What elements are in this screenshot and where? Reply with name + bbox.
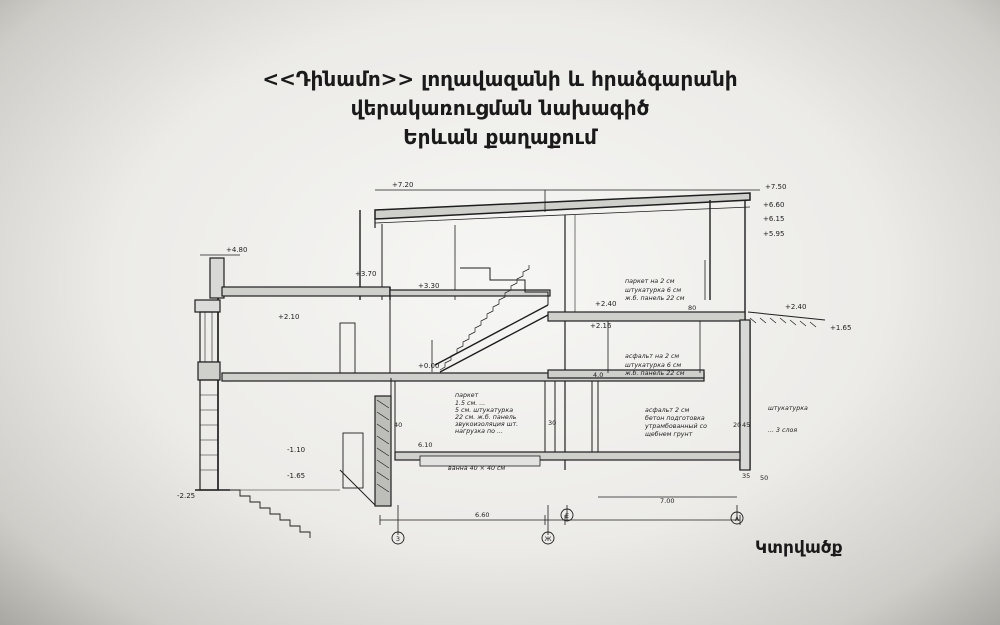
note-roof-1: паркет на 2 см: [625, 278, 675, 285]
level-roof-a: +6.60: [763, 201, 784, 209]
level-lower-left: -1.10: [287, 446, 305, 454]
note-mid-2: штукатурка 6 см: [625, 362, 681, 369]
level-roof-left: +7.20: [392, 181, 413, 189]
note-right-1: асфальт 2 см: [645, 407, 689, 414]
facade-ornaments: [194, 299, 230, 491]
axis-label-2: Ж: [544, 535, 551, 543]
roof-slab: [359, 192, 751, 470]
title-line-2: վերակառուցման նախագիծ: [350, 96, 650, 120]
level-upper-a: +3.70: [355, 270, 376, 278]
dim-1: 6.10: [418, 441, 432, 449]
dim-2: 6.60: [475, 511, 489, 519]
dim-9: 35: [742, 472, 750, 480]
axis-marker-e: [560, 508, 574, 522]
dim-6: 20: [733, 421, 741, 429]
axis-label-3: Е: [565, 512, 569, 520]
level-roof-b: +6.15: [763, 215, 784, 223]
title-line-1: <<Դինամո>> լողավազանի և հրաձգարանի: [262, 67, 738, 91]
level-roof-top: +7.50: [765, 183, 786, 191]
dim-5: 50: [760, 474, 768, 482]
note-roof-3: ж.б. панель 22 см: [624, 294, 685, 302]
level-upper-b: +3.30: [418, 282, 439, 290]
level-base-left: -2.25: [177, 492, 195, 500]
right-block: [547, 311, 826, 471]
note-right-2: бетон подготовка: [645, 414, 705, 422]
axis-marker-a: [730, 511, 744, 525]
level-bottom-left: -1.65: [287, 472, 305, 480]
level-mid-right: +2.16: [590, 322, 612, 330]
title-line-3: Երևան քաղաքում: [403, 125, 597, 149]
lower-level: [225, 378, 741, 538]
dim-11: 4.0: [593, 371, 603, 379]
level-floor: +0.00: [418, 362, 439, 370]
dim-8: 40: [394, 421, 402, 429]
note-right-4: щебнем грунт: [645, 430, 693, 438]
axis-label-1: 3: [396, 535, 400, 543]
axis-label-4: А: [735, 515, 740, 523]
level-upper-left: +4.80: [226, 246, 247, 254]
level-right-grade: +1.65: [830, 324, 851, 332]
note-left-3: 5 см. штукатурка: [455, 407, 513, 414]
note-left-2: 1.5 см. ...: [455, 400, 485, 407]
axis-marker-zh: [541, 531, 555, 545]
dim-7: 45: [742, 421, 750, 429]
note-left-5: звукоизоляция шт.: [455, 421, 518, 428]
dimension-lines: [375, 189, 760, 535]
drawing-caption: Կտրվածք: [755, 538, 843, 558]
level-right-mid: +2.40: [595, 300, 616, 308]
note-mid-1: асфальт на 2 см: [625, 353, 679, 360]
note-wall-2: ... 3 слоя: [768, 427, 797, 434]
dim-3: 7.00: [660, 497, 674, 505]
level-mid-left: +2.10: [278, 313, 299, 321]
dim-10: 80: [688, 304, 696, 312]
upper-stair: [431, 265, 549, 373]
axis-marker-3: [391, 531, 405, 545]
note-mid-3: ж.б. панель 22 см: [624, 369, 685, 377]
dim-4: 30: [548, 419, 556, 427]
note-roof-2: штукатурка 6 см: [625, 287, 681, 294]
axis-markers: [391, 508, 744, 545]
level-roof-c: +5.95: [763, 230, 784, 238]
note-right-3: утрамбованный со: [644, 422, 707, 430]
note-left-1: паркет: [455, 392, 479, 399]
note-left-4: 22 см. ж.б. панель: [455, 413, 517, 421]
note-wall-1: штукатурка: [768, 405, 808, 412]
note-pool: ванна 40 × 40 см: [448, 465, 505, 472]
note-left-6: нагрузка по ...: [455, 428, 503, 435]
level-right-ground: +2.40: [785, 303, 806, 311]
